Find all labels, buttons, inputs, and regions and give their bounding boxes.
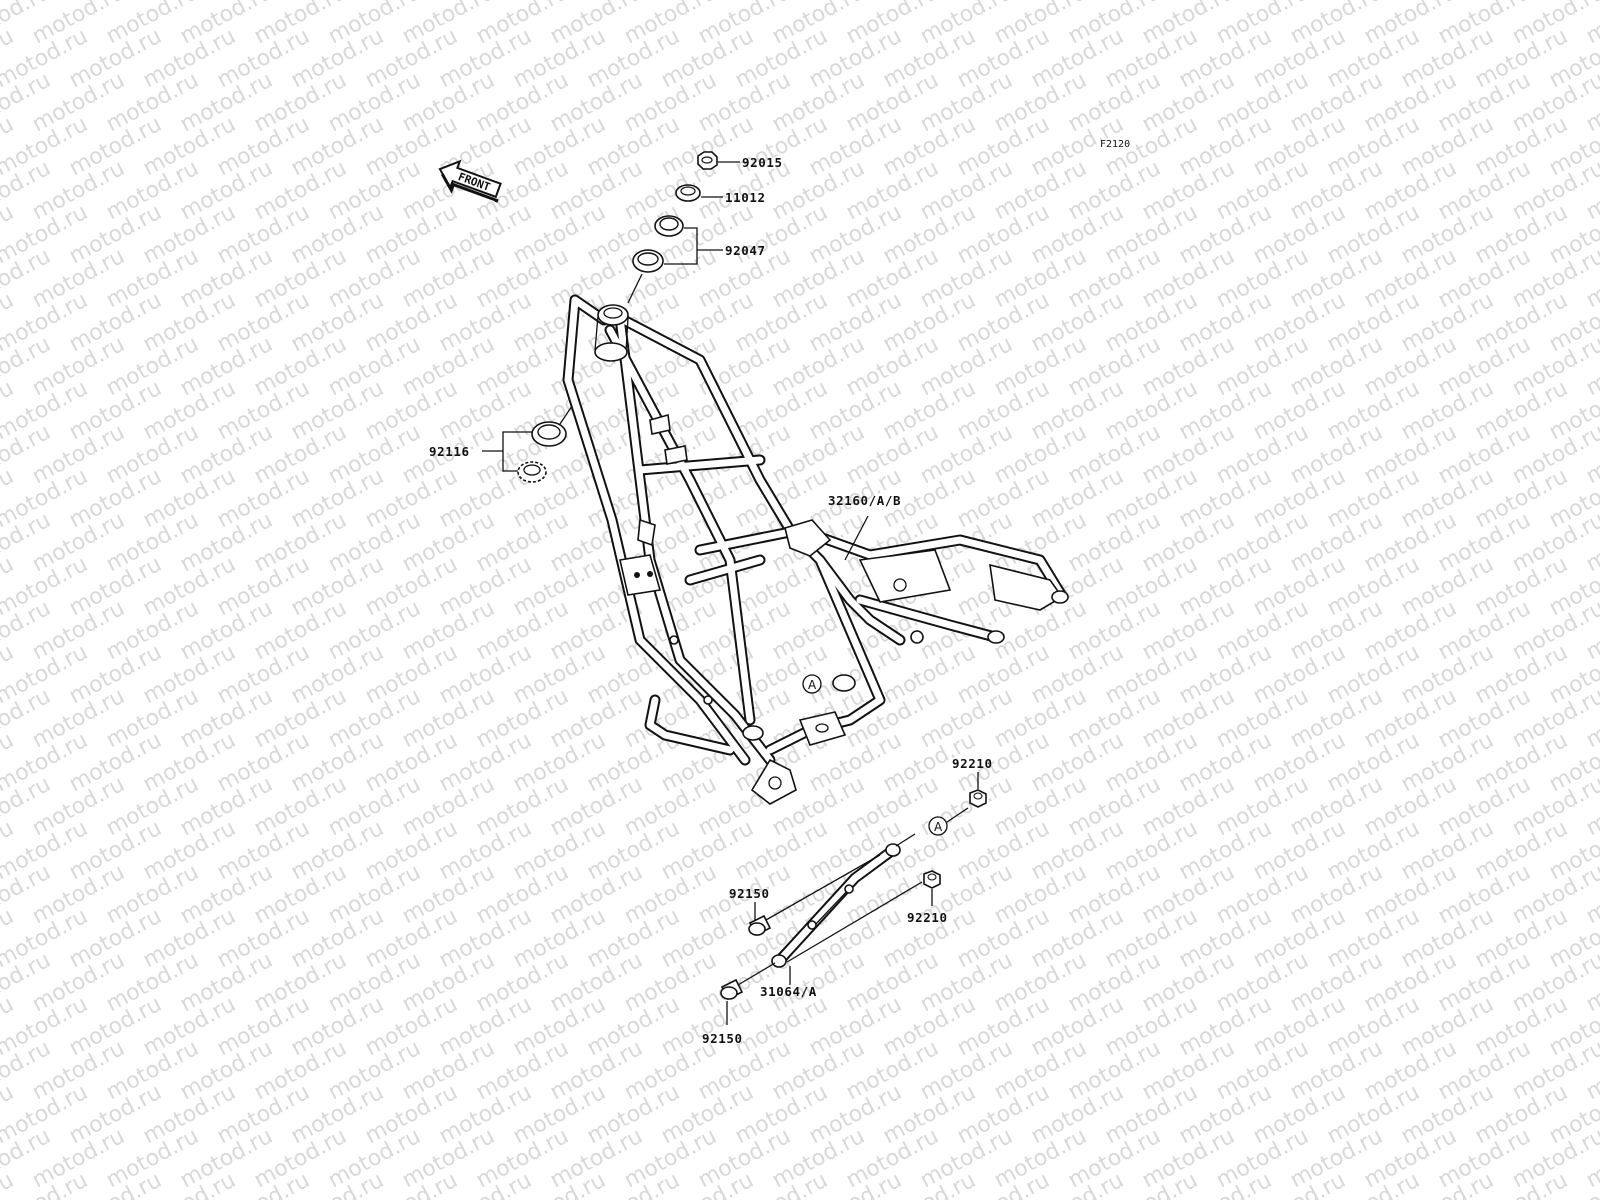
callout-92150-bottom: 92150 [702, 1031, 743, 1046]
figure-code: F2120 [1100, 139, 1130, 150]
callout-92150-top: 92150 [729, 886, 770, 901]
ref-marker-a-rail: A [928, 816, 948, 836]
bearing-cup-lower [632, 249, 664, 273]
steering-race-part [675, 184, 701, 202]
ref-marker-a-frame: A [802, 674, 822, 694]
motorcycle-frame [562, 294, 1069, 805]
steering-nut-part [697, 151, 718, 170]
callout-92047: 92047 [725, 243, 766, 258]
watermark-text: motod.ru [0, 1168, 18, 1200]
lower-frame-rail [771, 843, 901, 968]
callout-11012: 11012 [725, 190, 766, 205]
collar-92210-bottom [923, 870, 941, 889]
collar-92150-bottom [720, 978, 744, 1001]
svg-text:A: A [808, 678, 817, 692]
callout-92210-bottom: 92210 [907, 910, 948, 925]
callout-92116: 92116 [429, 444, 470, 459]
lower-bearing-cup [531, 421, 567, 447]
callout-92210-top: 92210 [952, 756, 993, 771]
collar-92210-top [969, 789, 987, 808]
svg-text:A: A [934, 820, 943, 834]
lower-bearing-roller [517, 461, 547, 483]
callout-31064: 31064/A [760, 984, 817, 999]
callout-32160: 32160/A/B [828, 493, 901, 508]
callout-92015: 92015 [742, 155, 783, 170]
bearing-cup-upper [654, 215, 684, 237]
